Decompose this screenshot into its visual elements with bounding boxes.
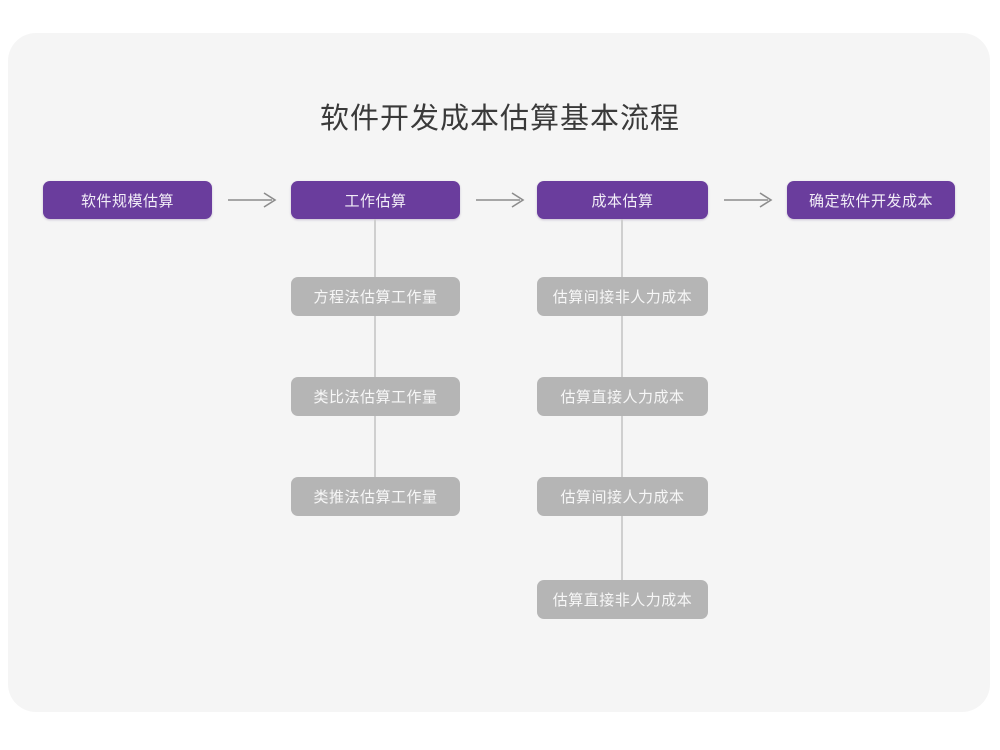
flow-substep-label: 估算直接人力成本 (560, 389, 685, 406)
flow-substep-label: 估算间接非人力成本 (552, 289, 693, 306)
flow-node-label: 确定软件开发成本 (808, 192, 933, 210)
flow-node-label: 软件规模估算 (80, 192, 174, 210)
flow-substep-label: 类推法估算工作量 (313, 489, 438, 506)
flow-substep-label: 估算直接非人力成本 (552, 592, 693, 609)
flow-node-stage-4[interactable]: 确定软件开发成本 (787, 181, 955, 219)
flow-substep-label: 估算间接人力成本 (560, 489, 685, 506)
page-title: 软件开发成本估算基本流程 (319, 103, 680, 135)
arrow-right-icon-2 (476, 190, 526, 210)
flow-substep-stage-3-1[interactable]: 估算间接非人力成本 (537, 277, 708, 316)
flow-node-stage-2[interactable]: 工作估算 (291, 181, 460, 219)
flow-node-label: 工作估算 (344, 192, 407, 210)
diagram-card (8, 33, 990, 712)
arrow-right-icon-1 (228, 190, 278, 210)
flow-substep-stage-2-1[interactable]: 方程法估算工作量 (291, 277, 460, 316)
flow-node-stage-1[interactable]: 软件规模估算 (43, 181, 212, 219)
flow-substep-stage-3-4[interactable]: 估算直接非人力成本 (537, 580, 708, 619)
flow-substep-label: 类比法估算工作量 (313, 389, 438, 406)
flow-substep-stage-3-3[interactable]: 估算间接人力成本 (537, 477, 708, 516)
flow-substep-stage-2-3[interactable]: 类推法估算工作量 (291, 477, 460, 516)
flow-substep-stage-2-2[interactable]: 类比法估算工作量 (291, 377, 460, 416)
flow-substep-stage-3-2[interactable]: 估算直接人力成本 (537, 377, 708, 416)
flow-node-stage-3[interactable]: 成本估算 (537, 181, 708, 219)
connector-line-stage-2 (374, 219, 376, 477)
flow-node-label: 成本估算 (591, 192, 654, 210)
arrow-right-icon-3 (724, 190, 774, 210)
flow-substep-label: 方程法估算工作量 (313, 289, 438, 306)
